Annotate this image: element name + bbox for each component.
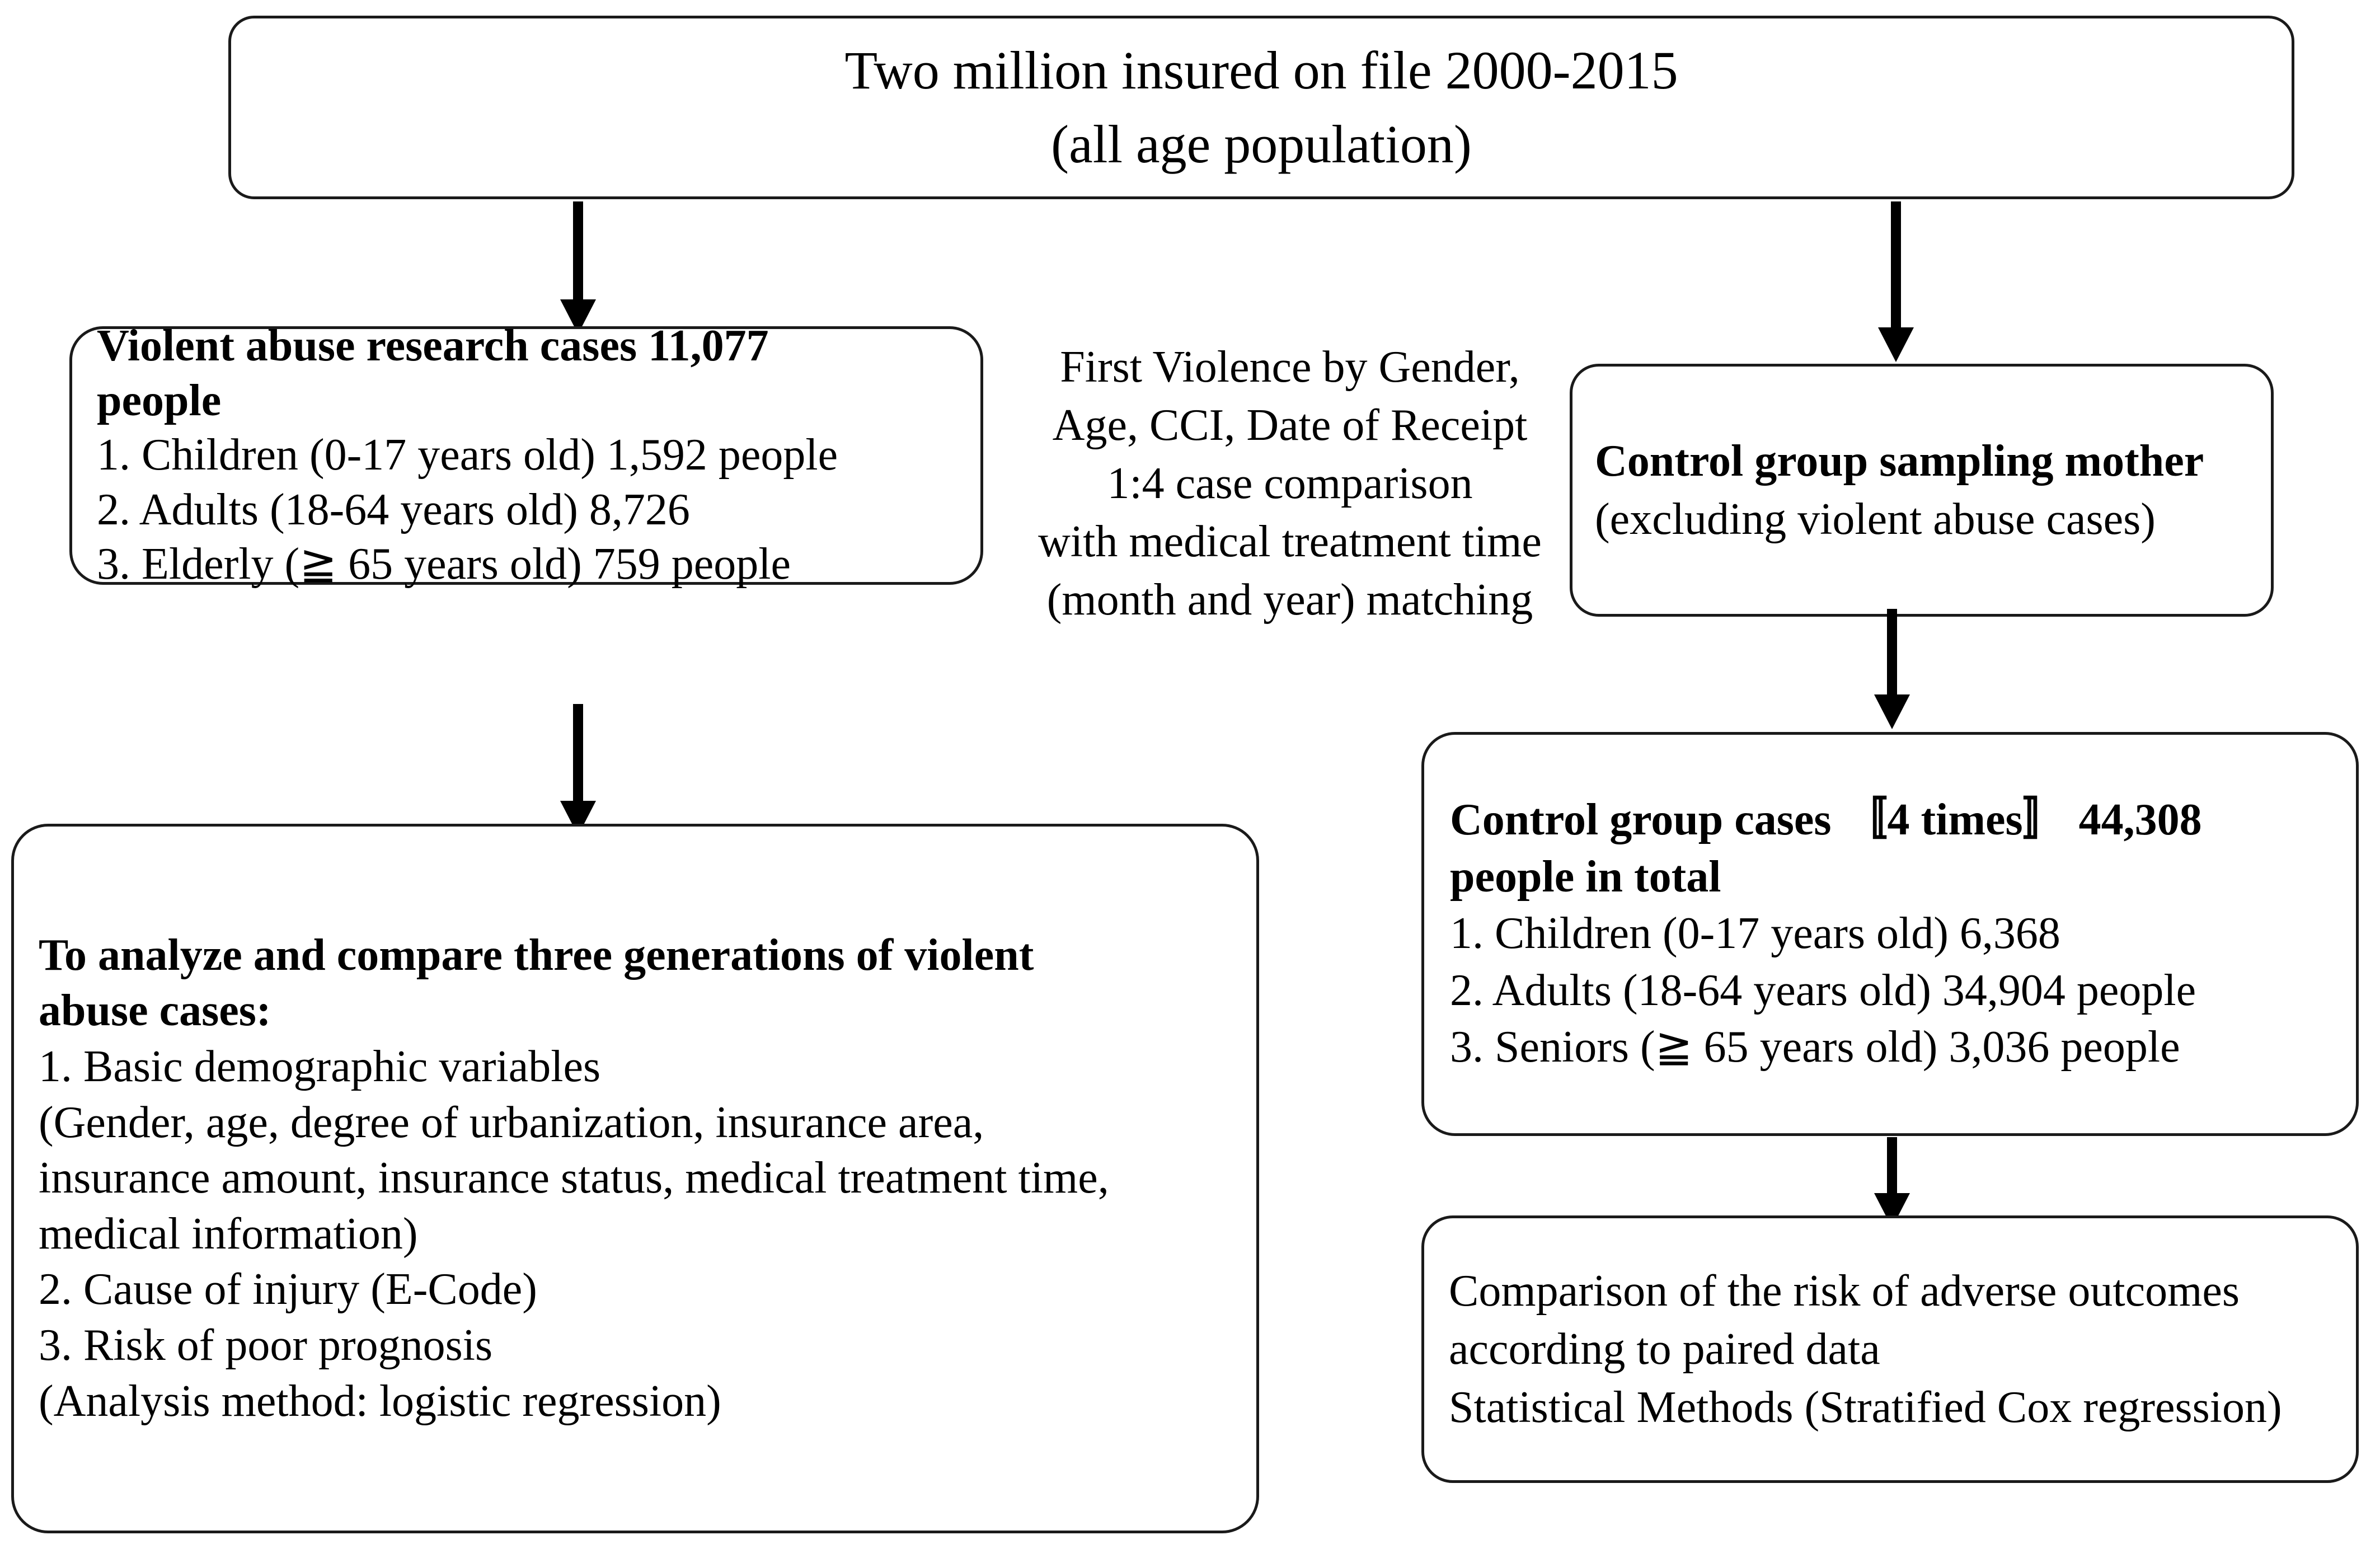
control-cases-line-1: Control group cases 〚4 times〛 44,308 — [1450, 795, 2202, 845]
control-cases-children: 1. Children (0-17 years old) 6,368 — [1450, 909, 2060, 959]
arrow-head — [1874, 694, 1910, 729]
node-analysis-plan: To analyze and compare three generations… — [11, 824, 1259, 1533]
arrow-head — [1878, 327, 1914, 362]
cases-adults: 2. Adults (18-64 years old) 8,726 — [97, 485, 690, 534]
matching-line-4: with medical treatment time — [1038, 517, 1542, 566]
analysis-line-1: To analyze and compare three generations… — [39, 930, 1034, 980]
analysis-item-3: 3. Risk of poor prognosis — [39, 1320, 493, 1370]
arrow-shaft — [1887, 1137, 1897, 1196]
arrow-shaft — [573, 201, 583, 302]
analysis-item-1-detail-a: (Gender, age, degree of urbanization, in… — [39, 1097, 984, 1147]
outcome-line-3: Statistical Methods (Stratified Cox regr… — [1449, 1383, 2282, 1432]
analysis-item-3-detail: (Analysis method: logistic regression) — [39, 1376, 721, 1426]
control-cases-seniors: 3. Seniors (≧ 65 years old) 3,036 people — [1450, 1022, 2180, 1072]
node-outcome-comparison: Comparison of the risk of adverse outcom… — [1421, 1215, 2359, 1483]
arrow-shaft — [573, 704, 583, 804]
node-violent-abuse-cases: Violent abuse research cases 11,077 peop… — [69, 321, 983, 589]
matching-line-3: 1:4 case comparison — [1107, 459, 1473, 508]
matching-line-2: Age, CCI, Date of Receipt — [1052, 401, 1528, 450]
cases-line-2: people — [97, 375, 222, 425]
analysis-item-1: 1. Basic demographic variables — [39, 1042, 601, 1092]
arrow-shaft — [1887, 609, 1897, 697]
analysis-item-1-detail-c: medical information) — [39, 1209, 418, 1259]
analysis-item-2: 2. Cause of injury (E-Code) — [39, 1265, 537, 1315]
cohort-line-2: (all age population) — [1051, 114, 1472, 174]
control-source-line-2: (excluding violent abuse cases) — [1595, 495, 2156, 544]
cohort-line-1: Two million insured on file 2000-2015 — [844, 40, 1678, 100]
node-study-cohort: Two million insured on file 2000-2015 (a… — [228, 16, 2294, 199]
control-cases-line-2: people in total — [1450, 852, 1721, 902]
matching-line-5: (month and year) matching — [1046, 575, 1533, 625]
node-control-group-cases: Control group cases 〚4 times〛 44,308 peo… — [1421, 732, 2359, 1136]
matching-criteria-note: First Violence by Gender, Age, CCI, Date… — [1002, 338, 1578, 629]
analysis-line-2: abuse cases: — [39, 986, 271, 1036]
cases-children: 1. Children (0-17 years old) 1,592 peopl… — [97, 430, 838, 480]
control-cases-adults: 2. Adults (18-64 years old) 34,904 peopl… — [1450, 965, 2196, 1015]
analysis-item-1-detail-b: insurance amount, insurance status, medi… — [39, 1153, 1109, 1203]
cases-line-1: Violent abuse research cases 11,077 — [97, 321, 769, 371]
control-source-line-1: Control group sampling mother — [1595, 436, 2204, 486]
arrow-shaft — [1891, 201, 1901, 330]
cases-elderly: 3. Elderly (≧ 65 years old) 759 people — [97, 539, 791, 589]
outcome-line-2: according to paired data — [1449, 1325, 1880, 1374]
matching-line-1: First Violence by Gender, — [1060, 342, 1520, 392]
outcome-line-1: Comparison of the risk of adverse outcom… — [1449, 1266, 2240, 1316]
node-control-group-sampling: Control group sampling mother (excluding… — [1570, 364, 2274, 617]
